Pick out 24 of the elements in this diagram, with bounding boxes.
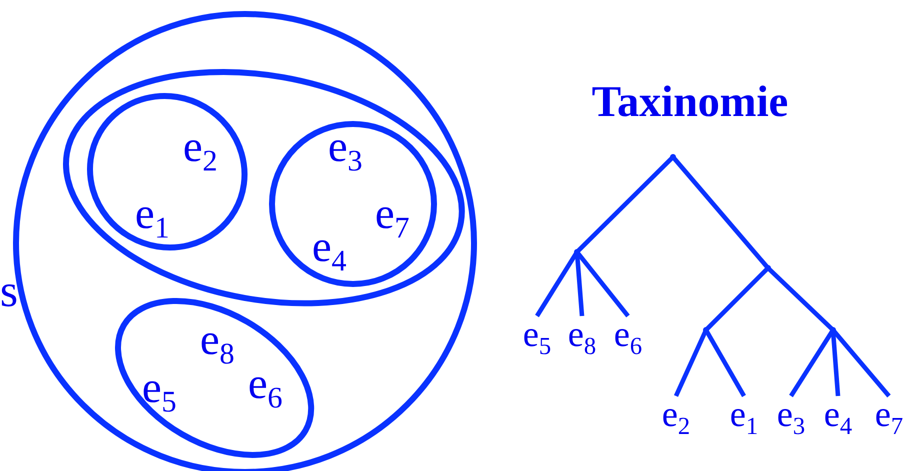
tree-branch — [766, 266, 835, 332]
element-label: e$_{8}$ — [200, 318, 234, 362]
element-label: e$_{3}$ — [328, 124, 362, 169]
leaf-label: e$_{6}$ — [612, 316, 644, 352]
element-label: e$_{6}$ — [248, 362, 282, 406]
tree-branch — [575, 155, 675, 254]
text-fragment: s — [0, 268, 18, 314]
tree-branch — [674, 329, 708, 397]
tree-branch — [671, 156, 770, 270]
element-label: e$_{7}$ — [374, 192, 410, 236]
element-label: e$_{5}$ — [142, 366, 176, 410]
leaf-label: e$_{2}$ — [660, 396, 692, 432]
leaf-label: e$_{8}$ — [566, 316, 598, 352]
tree-branch — [704, 328, 746, 398]
leaf-label: e$_{1}$ — [728, 396, 760, 432]
diagram-title: Taxinomie — [590, 78, 790, 126]
leaf-label: e$_{5}$ — [522, 316, 552, 352]
tree-branch — [704, 266, 770, 332]
element-label: e$_{2}$ — [182, 124, 218, 169]
element-label: e$_{1}$ — [134, 192, 170, 236]
element-label: e$_{4}$ — [312, 224, 346, 269]
leaf-label: e$_{4}$ — [822, 396, 854, 432]
leaf-label: e$_{3}$ — [776, 396, 806, 432]
leaf-label: e$_{7}$ — [874, 396, 904, 432]
